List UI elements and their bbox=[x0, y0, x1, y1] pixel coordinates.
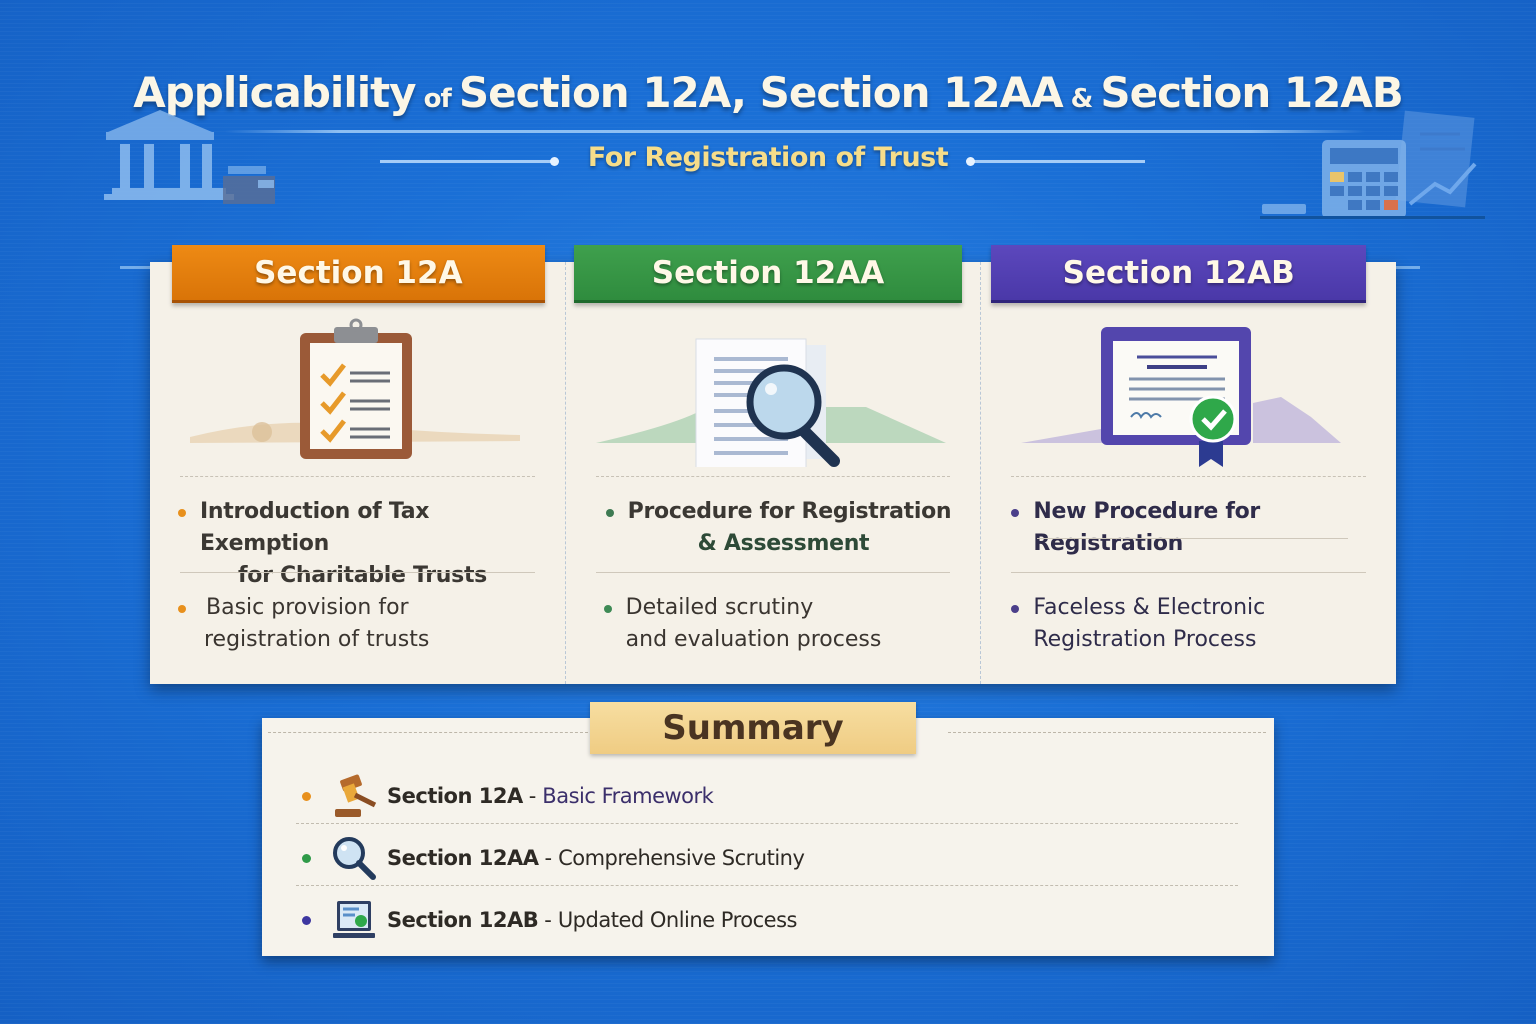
title-of: of bbox=[415, 84, 459, 114]
summary-title: Summary bbox=[662, 708, 844, 748]
bullet-dot bbox=[302, 791, 311, 801]
section-12a-card: Section 12A Introduction of Tax Exemptio… bbox=[150, 245, 566, 684]
section-12ab-bullet-1: New Procedure for Registration bbox=[1011, 496, 1376, 560]
section-12ab-card: Section 12AB New Procedure for Registrat… bbox=[981, 245, 1396, 684]
bullet-dot bbox=[603, 605, 612, 613]
bullet-dot bbox=[178, 605, 186, 613]
page-subtitle: For Registration of Trust bbox=[587, 142, 949, 173]
summary-banner: Summary bbox=[568, 702, 938, 760]
title-applicability: Applicability bbox=[133, 68, 416, 117]
summary-divider bbox=[296, 823, 1238, 824]
divider bbox=[1011, 476, 1367, 477]
summary-rule-left bbox=[268, 732, 588, 733]
certificate-approved-icon bbox=[1021, 327, 1342, 467]
sections-panel: Section 12A Introduction of Tax Exemptio… bbox=[150, 245, 1396, 684]
page-title: Applicability of Section 12A, Section 12… bbox=[0, 68, 1536, 117]
courthouse-icon bbox=[104, 110, 275, 204]
section-12aa-bullet-1: Procedure for Registration & Assessment bbox=[605, 496, 961, 560]
section-12a-bullet-2: Basic provision for registration of trus… bbox=[178, 592, 545, 656]
banner-tail-left bbox=[568, 722, 598, 760]
calculator-documents-icon bbox=[1260, 110, 1485, 219]
section-12aa-card: Section 12AA Procedure for Registration … bbox=[566, 245, 982, 684]
summary-rule-right bbox=[948, 732, 1266, 733]
gavel-icon bbox=[335, 774, 377, 817]
laptop-check-icon bbox=[333, 901, 375, 938]
summary-item-12a: Section 12A - Basic Framework bbox=[302, 768, 1238, 824]
title-underline bbox=[225, 130, 1365, 133]
bullet-dot bbox=[1011, 605, 1020, 613]
bullet-dot bbox=[1011, 509, 1020, 517]
section-12aa-header: Section 12AA bbox=[573, 245, 963, 303]
bullet-dot bbox=[302, 853, 311, 863]
clipboard-checklist-icon bbox=[190, 318, 520, 459]
summary-divider bbox=[296, 885, 1238, 886]
divider bbox=[595, 572, 951, 573]
summary-item-12ab: Section 12AB - Updated Online Process bbox=[302, 892, 1238, 948]
subtitle-right-rule bbox=[966, 157, 1145, 166]
magnifier-icon bbox=[333, 837, 376, 880]
document-magnifier-icon bbox=[595, 338, 946, 467]
section-12aa-bullet-2: Detailed scrutiny and evaluation process bbox=[603, 592, 961, 656]
summary-card: Summary Section 12A - Basic Framework Se… bbox=[262, 702, 1274, 956]
subtitle-left-rule bbox=[380, 157, 559, 166]
bullet-dot bbox=[302, 915, 311, 925]
title-ampersand: & bbox=[1062, 84, 1101, 114]
divider bbox=[1037, 538, 1349, 539]
section-12a-bullet-1: Introduction of Tax Exemption for Charit… bbox=[178, 496, 545, 592]
title-sections: Section 12A, Section 12AA bbox=[458, 68, 1064, 117]
section-12ab-header: Section 12AB bbox=[991, 245, 1367, 303]
bullet-dot bbox=[605, 509, 614, 517]
bullet-dot bbox=[178, 509, 186, 517]
divider bbox=[595, 476, 951, 477]
section-12a-header: Section 12A bbox=[172, 245, 545, 303]
summary-item-12aa: Section 12AA - Comprehensive Scrutiny bbox=[302, 830, 1238, 886]
section-12ab-bullet-2: Faceless & Electronic Registration Proce… bbox=[1011, 592, 1376, 656]
divider bbox=[180, 572, 535, 573]
divider bbox=[180, 476, 535, 477]
title-section-12ab: Section 12AB bbox=[1100, 68, 1403, 117]
divider bbox=[1011, 572, 1367, 573]
banner-tail-right bbox=[908, 722, 938, 760]
